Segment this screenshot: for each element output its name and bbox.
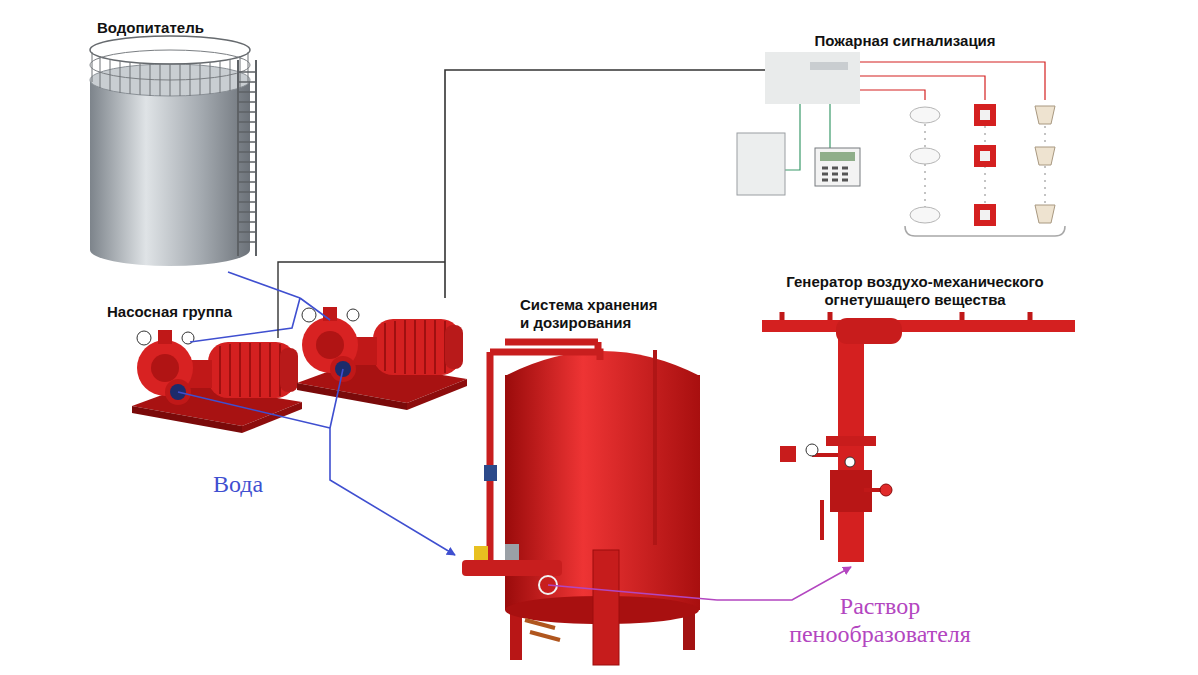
valve-handle [474,546,488,560]
flow-meter [484,465,497,481]
pump-unit [297,307,467,410]
flow-connector [717,567,851,600]
control-panel [765,52,860,104]
heat-detector [1035,106,1055,124]
tank-pipes [490,342,600,575]
water-tank [90,36,256,266]
manual-call-point [974,104,996,126]
heat-detector [1035,205,1055,223]
solution-line [548,585,717,600]
pressure-gauge [845,457,855,467]
fire-alarm-equipment [737,52,1065,236]
valve-body [505,544,519,560]
foam-storage-tank [462,342,700,665]
tank-railing-posts [92,52,248,96]
water-pressure-lines [178,369,343,428]
trim-pipes [812,455,885,540]
power-cabinet [737,133,785,195]
foam-generator [762,312,1075,562]
pipe-flange [826,436,876,446]
distribution-pipe [762,320,1075,332]
control-wires [278,70,765,338]
smoke-detector [910,107,940,123]
keypad [815,148,860,186]
component-heading: Пожарная сигнализация [730,32,1080,50]
manual-call-point [974,204,996,226]
smoke-detector [910,148,940,164]
ladder-rails [238,60,256,256]
flow-label: Вода [213,470,263,498]
keypad-screen [820,152,855,161]
flow-connector [330,428,455,555]
pipe-elbow [836,318,902,344]
pump-group: Насосная группа [100,298,475,428]
sprinkler-nozzles [782,312,1030,320]
call-point-glass [980,110,990,120]
component-heading: Водопитатель [97,19,204,37]
manual-call-point [974,145,996,167]
tank-leg [593,550,619,665]
component-heading: Генератор воздухо-механического огнетуша… [765,273,1065,309]
tank-bottom [90,234,250,266]
foam-generator: Генератор воздухо-механического огнетуша… [740,270,1090,567]
water-supply: Водопитатель [88,15,260,272]
dotted-links [925,124,1045,208]
pressure-gauge [806,444,818,456]
fire-alarm: Пожарная сигнализация [730,28,1082,240]
component-heading: Система хранения и дозирования [520,296,666,332]
storage-dosing: Система хранения и дозирования [455,290,717,665]
solenoid-box [780,446,796,462]
call-point-glass [980,210,990,220]
smoke-detector [910,207,940,223]
flow-connector [445,70,730,298]
tank-body [90,80,250,250]
panel-plate [810,62,848,70]
group-bracket [905,226,1065,236]
component-heading: Насосная группа [107,303,232,321]
alarm-loops [860,62,1045,100]
heat-detector [1035,147,1055,165]
flow-connector [228,272,300,298]
ladder-rungs [238,72,256,242]
flow-label: Раствор пенообразователя [760,592,1000,648]
tank-pipes [653,350,657,545]
drain-pipes [525,620,560,640]
call-point-glass [980,151,990,161]
keypad-buttons [822,168,848,180]
valve-wheel [880,484,892,496]
dosing-manifold [462,560,562,576]
pump-unit [132,330,302,433]
